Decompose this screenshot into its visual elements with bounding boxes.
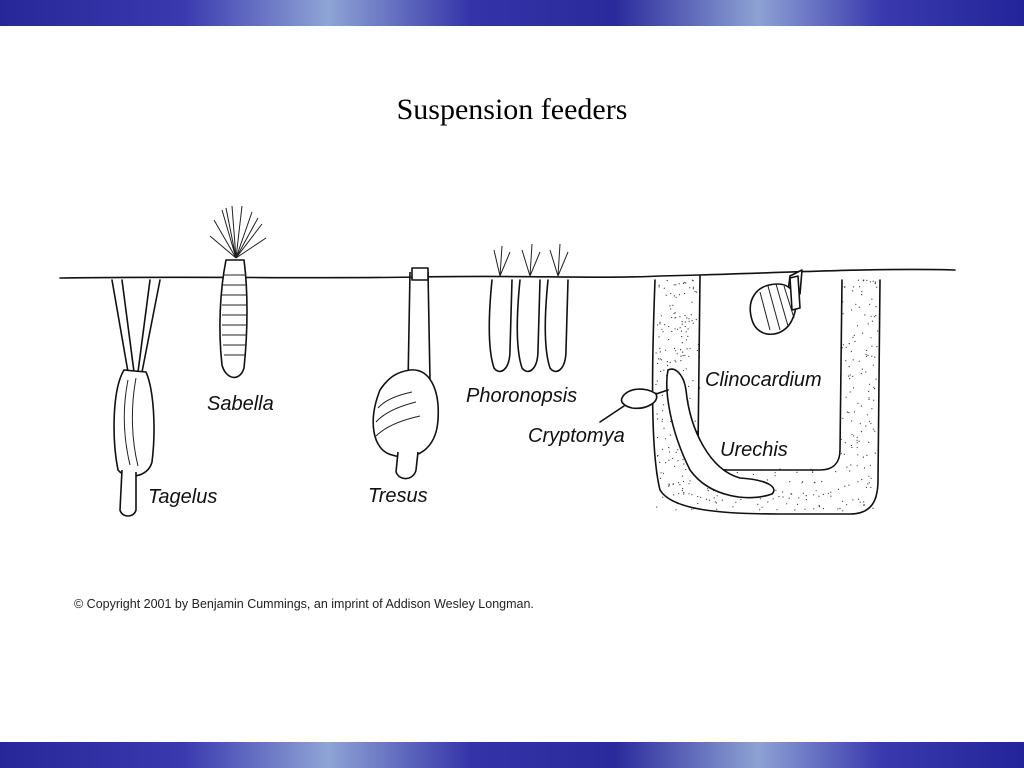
top-decorative-band (0, 0, 1024, 26)
copyright-notice: © Copyright 2001 by Benjamin Cummings, a… (74, 597, 534, 611)
sabella-organism (209, 205, 267, 379)
label-tresus: Tresus (368, 485, 428, 507)
label-clinocardium: Clinocardium (705, 369, 822, 391)
label-sabella: Sabella (207, 393, 274, 415)
phoronopsis-organism (488, 243, 569, 373)
slide-title: Suspension feeders (396, 93, 628, 126)
burrow-diagram: Sabella Tagelus Tresus Phoronopsis Crypt… (59, 205, 956, 517)
tresus-organism (372, 267, 440, 480)
tagelus-organism (111, 279, 161, 517)
sediment-surface-line (59, 268, 956, 279)
label-urechis: Urechis (720, 439, 788, 461)
label-phoronopsis: Phoronopsis (466, 385, 577, 407)
bottom-decorative-band (0, 742, 1024, 768)
cryptomya-organism (599, 388, 669, 423)
label-tagelus: Tagelus (148, 486, 217, 508)
clinocardium-organism (749, 275, 801, 335)
label-cryptomya: Cryptomya (528, 425, 625, 447)
